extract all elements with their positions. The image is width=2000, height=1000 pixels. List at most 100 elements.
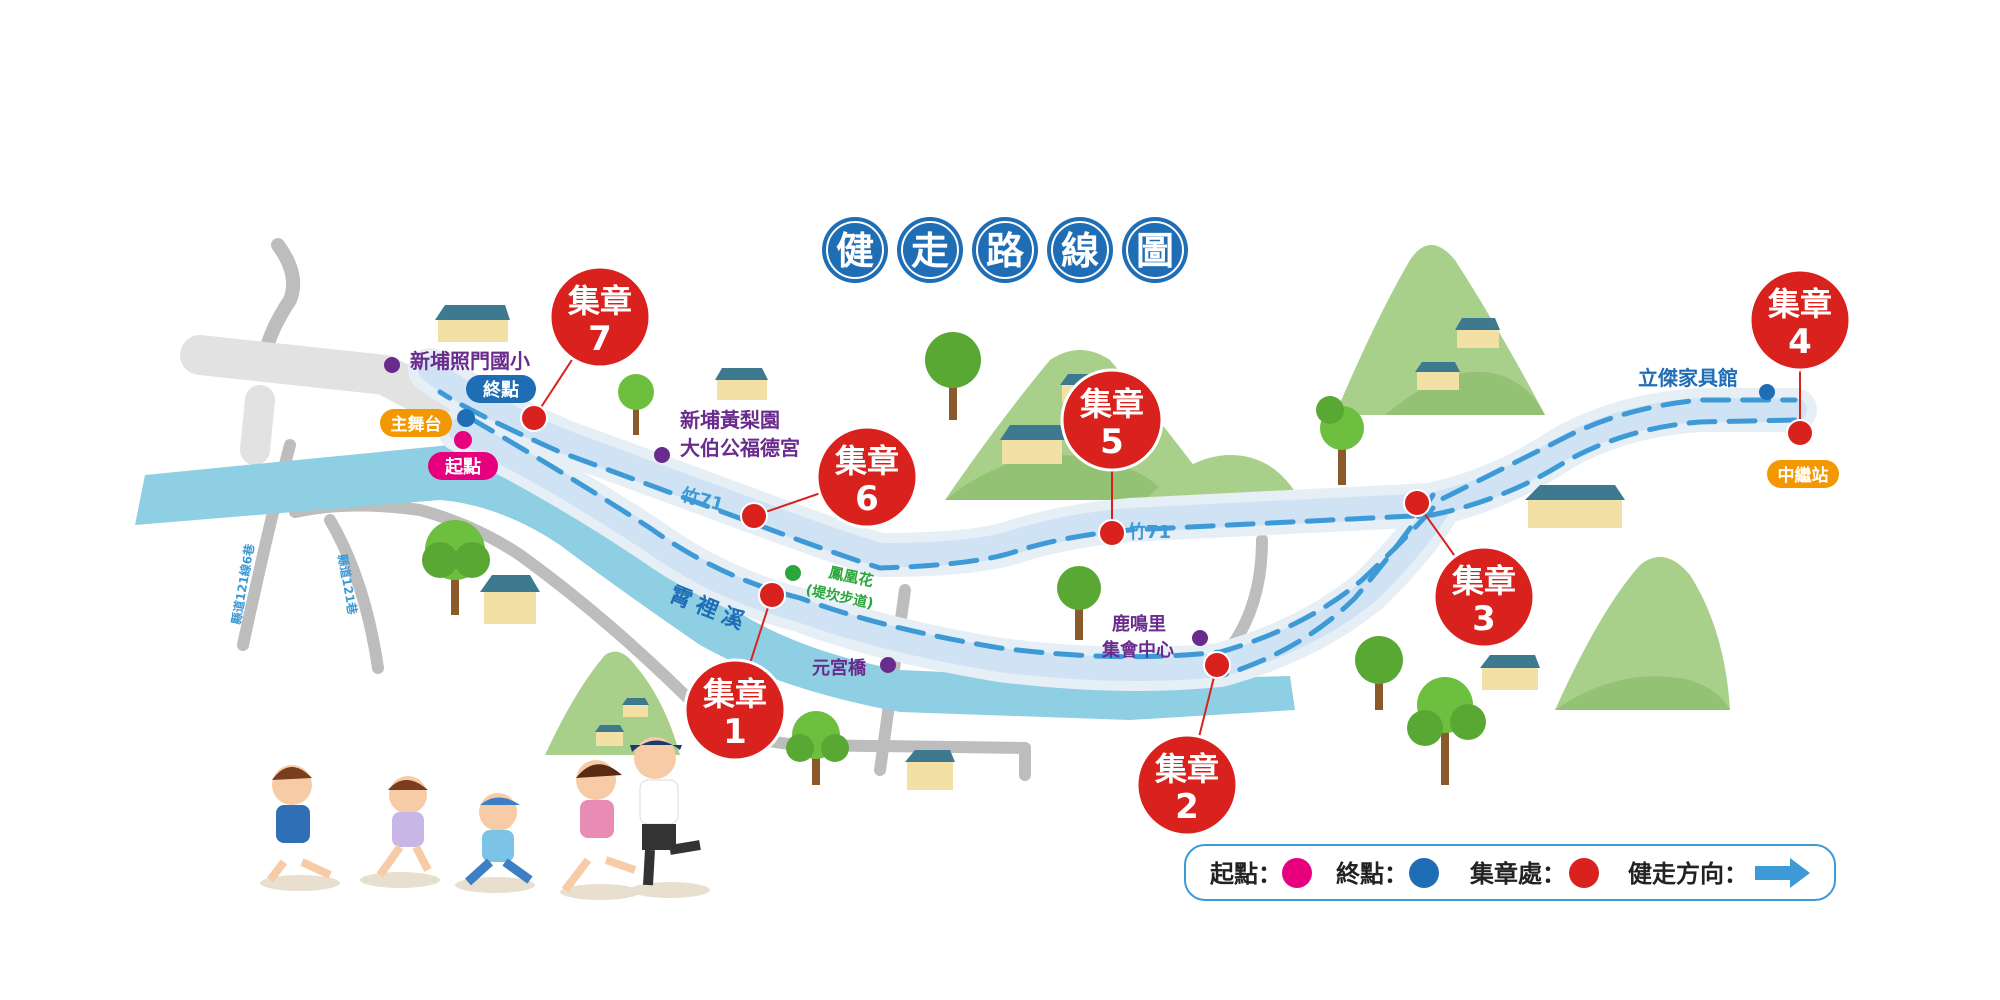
stamp-badge-number: 3 — [1472, 599, 1496, 639]
title-char: 線 — [1061, 229, 1099, 273]
trees — [422, 332, 1486, 785]
tree-icon — [618, 374, 654, 435]
legend-end-label: 終點： — [1336, 860, 1408, 888]
stamp-station-dot — [1403, 489, 1431, 517]
house-icon — [905, 750, 955, 790]
title-char-ring — [826, 221, 884, 279]
title-char-circle — [897, 217, 963, 283]
house-icon — [595, 725, 624, 746]
poi-bridge-label: 元宮橋 — [812, 657, 867, 679]
road-top-band — [180, 335, 490, 440]
runner-figure — [260, 765, 340, 891]
road-left-vertical — [240, 385, 275, 465]
hill-far-right — [1555, 557, 1730, 710]
stamp-badge-label: 集章 — [1767, 285, 1832, 323]
tree-icon — [1057, 566, 1101, 640]
river-xiaoli — [135, 445, 1295, 720]
tree-icon — [422, 520, 490, 615]
stamp-badge-number: 5 — [1100, 422, 1124, 462]
road-county-b-left — [324, 514, 384, 674]
runners-illustration — [260, 737, 710, 900]
legend-stamp-label: 集章處： — [1469, 860, 1566, 888]
stamp-station-dot — [520, 404, 548, 432]
stamp-badge — [815, 425, 919, 529]
hill-center-right — [1145, 455, 1300, 500]
stamp-badge-label: 集章 — [1079, 385, 1144, 423]
house-icon — [480, 575, 540, 624]
runner-figure — [360, 776, 440, 888]
relay-badge-label: 中繼站 — [1778, 465, 1829, 486]
stamp-badge — [1135, 733, 1239, 837]
road-label-zhu71-b: 竹71 — [1127, 521, 1171, 543]
route-dash-1 — [467, 397, 1798, 660]
title-char: 健 — [836, 229, 874, 273]
house-icon — [622, 698, 649, 717]
stamp-badge-label: 集章 — [1154, 750, 1219, 788]
poi-dot-flower — [785, 565, 801, 581]
end-point-dot — [457, 409, 475, 427]
stamp-badge-number: 2 — [1175, 787, 1199, 827]
start-badge-label: 起點 — [444, 456, 481, 478]
hill-right-tall — [1335, 245, 1545, 415]
legend-box — [1184, 844, 1836, 901]
title-char: 圖 — [1136, 229, 1174, 273]
tree-icon — [1407, 677, 1486, 785]
house-icon — [715, 368, 768, 400]
runner-figure — [630, 737, 710, 898]
poi-village-label-1: 鹿鳴里 — [1112, 613, 1166, 635]
points-of-interest: 新埔照門國小 新埔黃梨園 大伯公福德宮 鳳凰花 (堤坎步道) 元宮橋 鹿鳴里 集… — [384, 349, 1775, 679]
stamp-badge — [1748, 268, 1852, 372]
title-char-ring — [901, 221, 959, 279]
stamp-badge-number: 7 — [588, 319, 612, 359]
stamp-badge-label: 集章 — [834, 442, 899, 480]
stamp-badge-label: 集章 — [1451, 562, 1516, 600]
route-dash-2 — [437, 389, 1798, 571]
house-icon — [1455, 318, 1500, 348]
tree-icon — [925, 332, 981, 420]
legend-end-dot — [1409, 858, 1439, 888]
poi-village-label-2: 集會中心 — [1101, 639, 1174, 661]
stamp-badge-label: 集章 — [702, 675, 767, 713]
tree-icon — [1316, 396, 1364, 485]
stamp-badge-label: 集章 — [567, 282, 632, 320]
house-icon — [1000, 425, 1066, 464]
stamp-badge-number: 4 — [1788, 322, 1812, 362]
legend-start-label: 起點： — [1209, 860, 1282, 888]
stage-badge-label: 主舞台 — [391, 414, 442, 435]
stamp-station-dot — [1786, 419, 1814, 447]
poi-orchard-label-2: 大伯公福德宮 — [680, 436, 800, 460]
map-title: 健走路線圖 — [822, 217, 1188, 283]
hill-bottom-left — [545, 651, 680, 755]
tree-icon — [786, 711, 849, 785]
legend-start-dot — [1282, 858, 1312, 888]
title-char-circle — [1047, 217, 1113, 283]
stamp-badge — [683, 658, 787, 762]
stamp-badge — [1432, 545, 1536, 649]
title-char-circle — [1122, 217, 1188, 283]
poi-dot-furniture — [1759, 384, 1775, 400]
stamp-station-dot — [758, 581, 786, 609]
poi-furniture-label: 立傑家具館 — [1638, 366, 1738, 390]
hill-far-right-front — [1555, 676, 1730, 710]
route-dash-3 — [1217, 492, 1436, 679]
stamp-station-dot — [1098, 519, 1126, 547]
walking-route — [408, 348, 1817, 691]
badges: 終點 主舞台 起點 中繼站 — [380, 375, 1839, 488]
title-char-ring — [1126, 221, 1184, 279]
end-badge-label: 終點 — [483, 379, 519, 401]
poi-dot-orchard — [654, 447, 670, 463]
route-inner-upper — [418, 358, 1807, 567]
stamp-station-dot — [740, 502, 768, 530]
start-point-dot — [454, 431, 472, 449]
end-badge — [466, 375, 536, 403]
start-badge — [428, 452, 498, 480]
title-char-circle — [972, 217, 1038, 283]
poi-dot-school — [384, 357, 400, 373]
stage-badge — [380, 409, 452, 437]
relay-badge — [1767, 460, 1839, 488]
title-char-circle — [822, 217, 888, 283]
legend-stamp-dot — [1569, 858, 1599, 888]
houses — [435, 305, 1625, 790]
